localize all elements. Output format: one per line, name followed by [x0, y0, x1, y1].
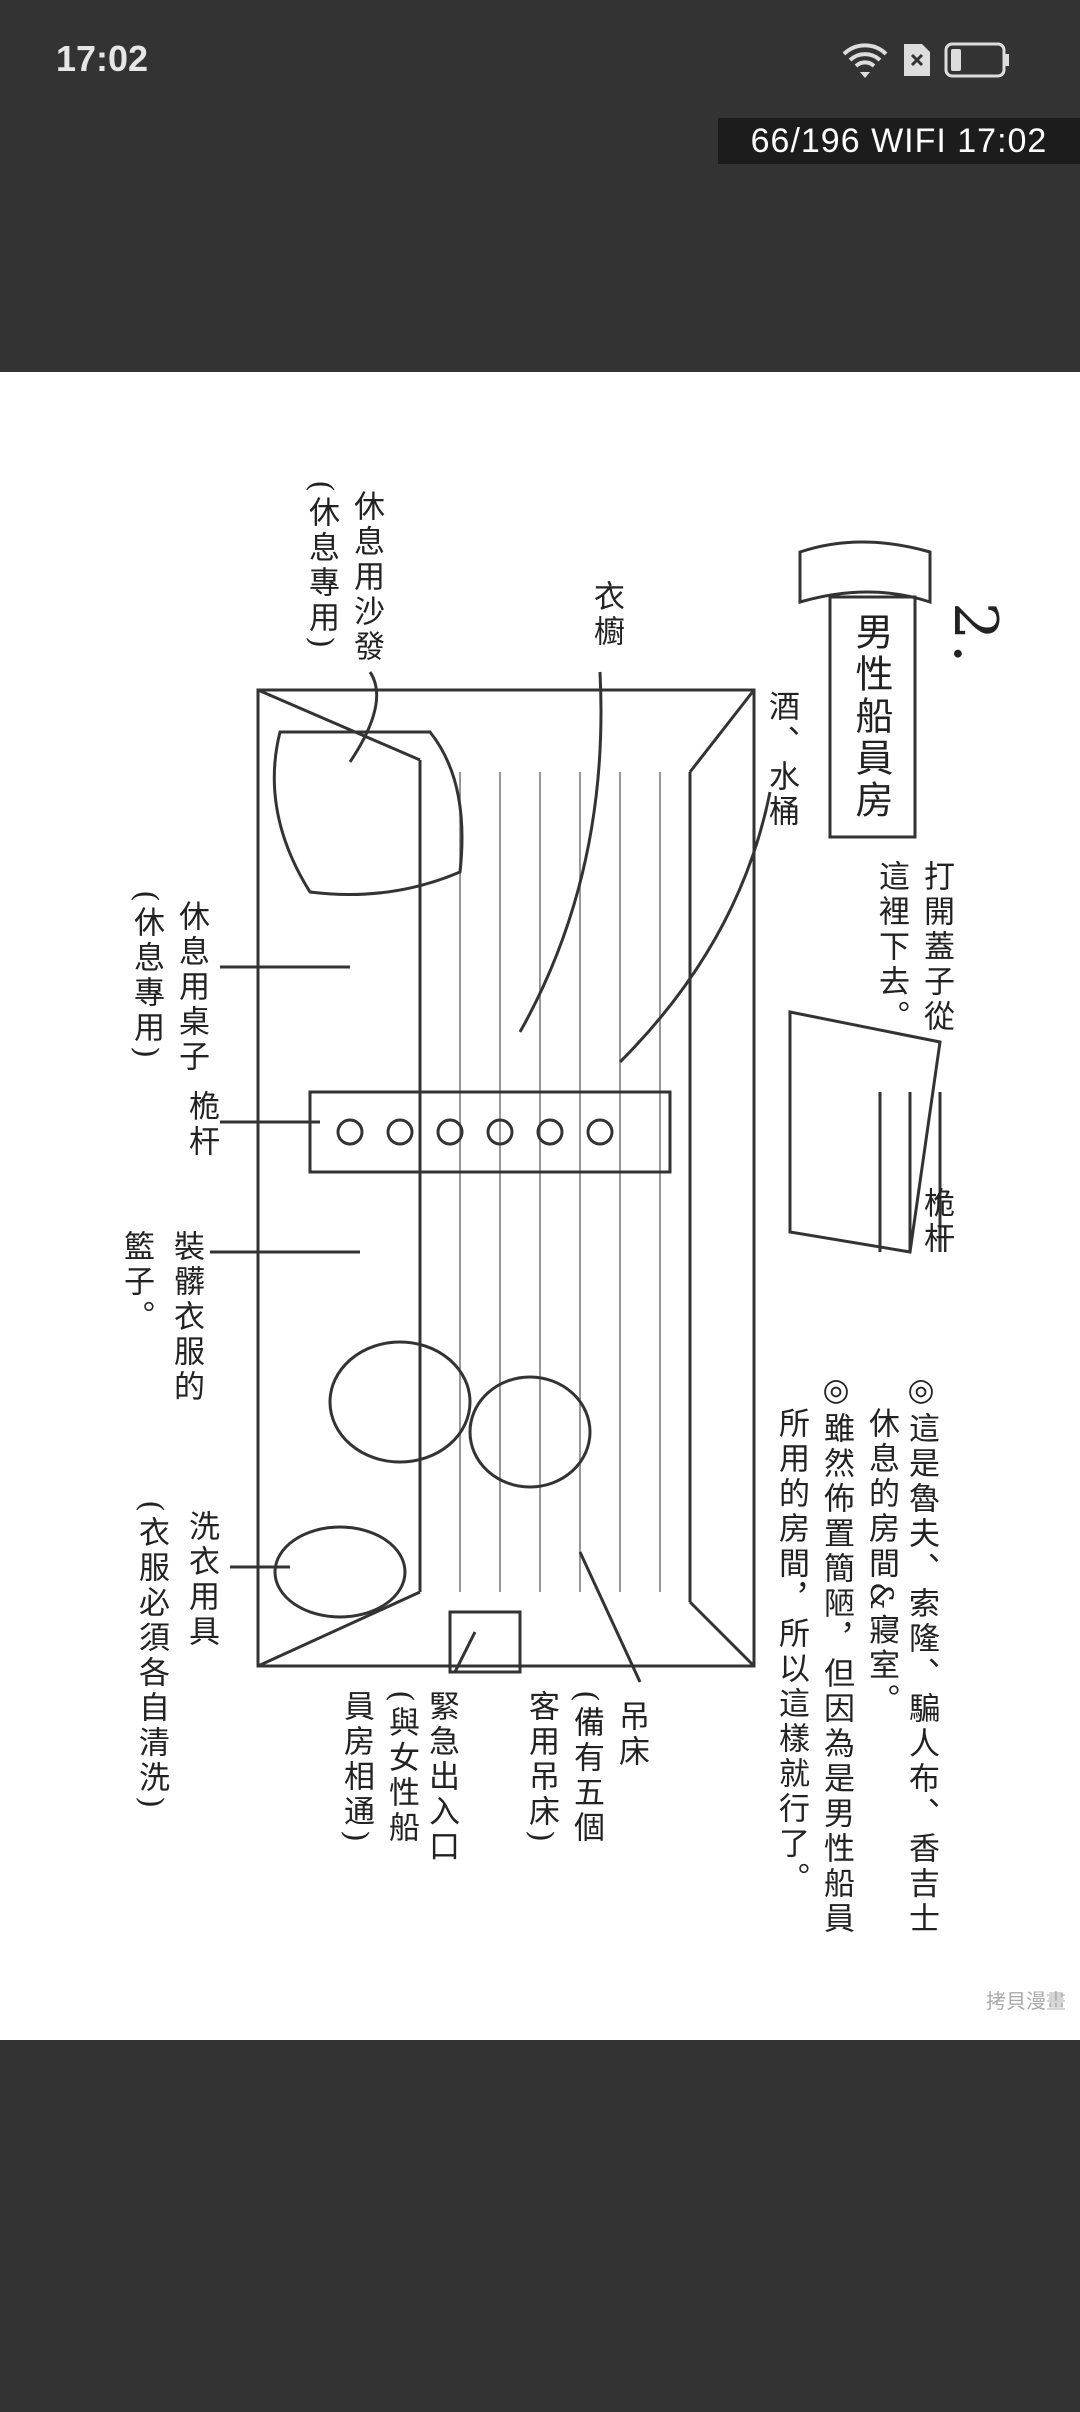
manga-page[interactable]: 2. 男性船員房 酒、水桶 衣櫥 休息用沙發 (休息專用) 打開蓋子從 這裡下去…: [0, 372, 1080, 2040]
label-basket-1: 裝髒衣服的: [168, 1230, 204, 1405]
label-mast-left: 桅杆: [183, 1090, 219, 1160]
label-hatch-1: 打開蓋子從: [918, 860, 954, 1035]
status-icons: [840, 40, 1010, 80]
sim-absent-icon: [904, 44, 930, 76]
label-mast-right: 桅杆: [918, 1187, 954, 1257]
watermark: 拷貝漫畫: [986, 1989, 1066, 2013]
label-sofa-note: (休息專用): [303, 480, 339, 653]
note-line-1: ◎這是魯夫、索隆、騙人布、香吉士: [903, 1372, 939, 1937]
label-laundry-note: (衣服必須各自清洗): [133, 1500, 169, 1813]
reader-page-info: 66/196 WIFI 17:02: [718, 118, 1080, 164]
label-hammock-note-1: (備有五個: [568, 1690, 604, 1847]
note-line-2: 休息的房間&寢室。: [863, 1407, 899, 1719]
label-basket-2: 籃子。: [118, 1230, 154, 1335]
page-number: 2.: [940, 602, 1010, 668]
label-table-note: (休息專用): [128, 890, 164, 1063]
label-wardrobe: 衣櫥: [588, 580, 624, 650]
label-hammock: 吊床: [613, 1700, 649, 1770]
label-exit-note-2: 員房相通): [338, 1690, 374, 1847]
status-time: 17:02: [56, 38, 149, 79]
label-table: 休息用桌子: [173, 900, 209, 1075]
note-line-3: ◎雖然佈置簡陋，但因為是男性船員: [818, 1372, 854, 1937]
wifi-icon: [842, 43, 888, 78]
label-exit: 緊急出入口: [423, 1690, 459, 1865]
label-hammock-note-2: 客用吊床): [523, 1690, 559, 1847]
page-title: 男性船員房: [849, 612, 893, 822]
battery-icon: [944, 42, 1009, 78]
label-sofa: 休息用沙發: [348, 490, 384, 665]
label-laundry: 洗衣用具: [183, 1510, 219, 1650]
crew-room-sketch: [210, 540, 942, 1683]
label-hatch-2: 這裡下去。: [873, 860, 909, 1035]
label-exit-note-1: (與女性船: [383, 1690, 419, 1847]
label-wine-bucket: 酒、水桶: [763, 690, 799, 830]
note-line-4: 所用的房間，所以這樣就行了。: [773, 1407, 809, 1897]
